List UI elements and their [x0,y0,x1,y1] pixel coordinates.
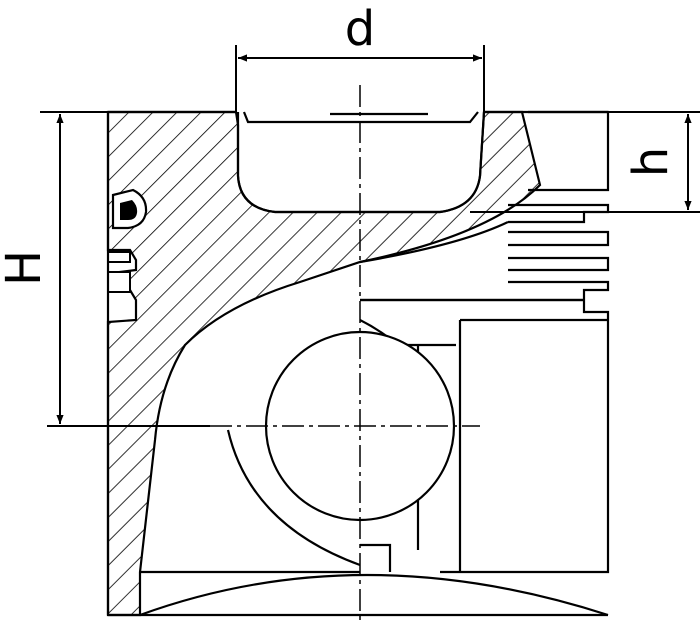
combustion-bowl [236,111,486,214]
H-dimension-label: H [0,250,52,286]
dimensions [40,45,700,427]
outer-profile [106,110,610,615]
d-dimension-label: d [345,1,375,57]
bowl-rim [242,111,479,124]
crown-underside [359,221,509,264]
ring-groove-2 [108,271,131,293]
ring-carrier-core [120,200,138,220]
pin-boss-lower-arc [226,429,361,567]
center-lines [210,85,480,620]
h-dimension-label: h [623,147,679,177]
skirt-bottom-edge [108,543,608,617]
skirt-bottom-arc [139,573,609,617]
ring-groove-1 [108,251,131,263]
